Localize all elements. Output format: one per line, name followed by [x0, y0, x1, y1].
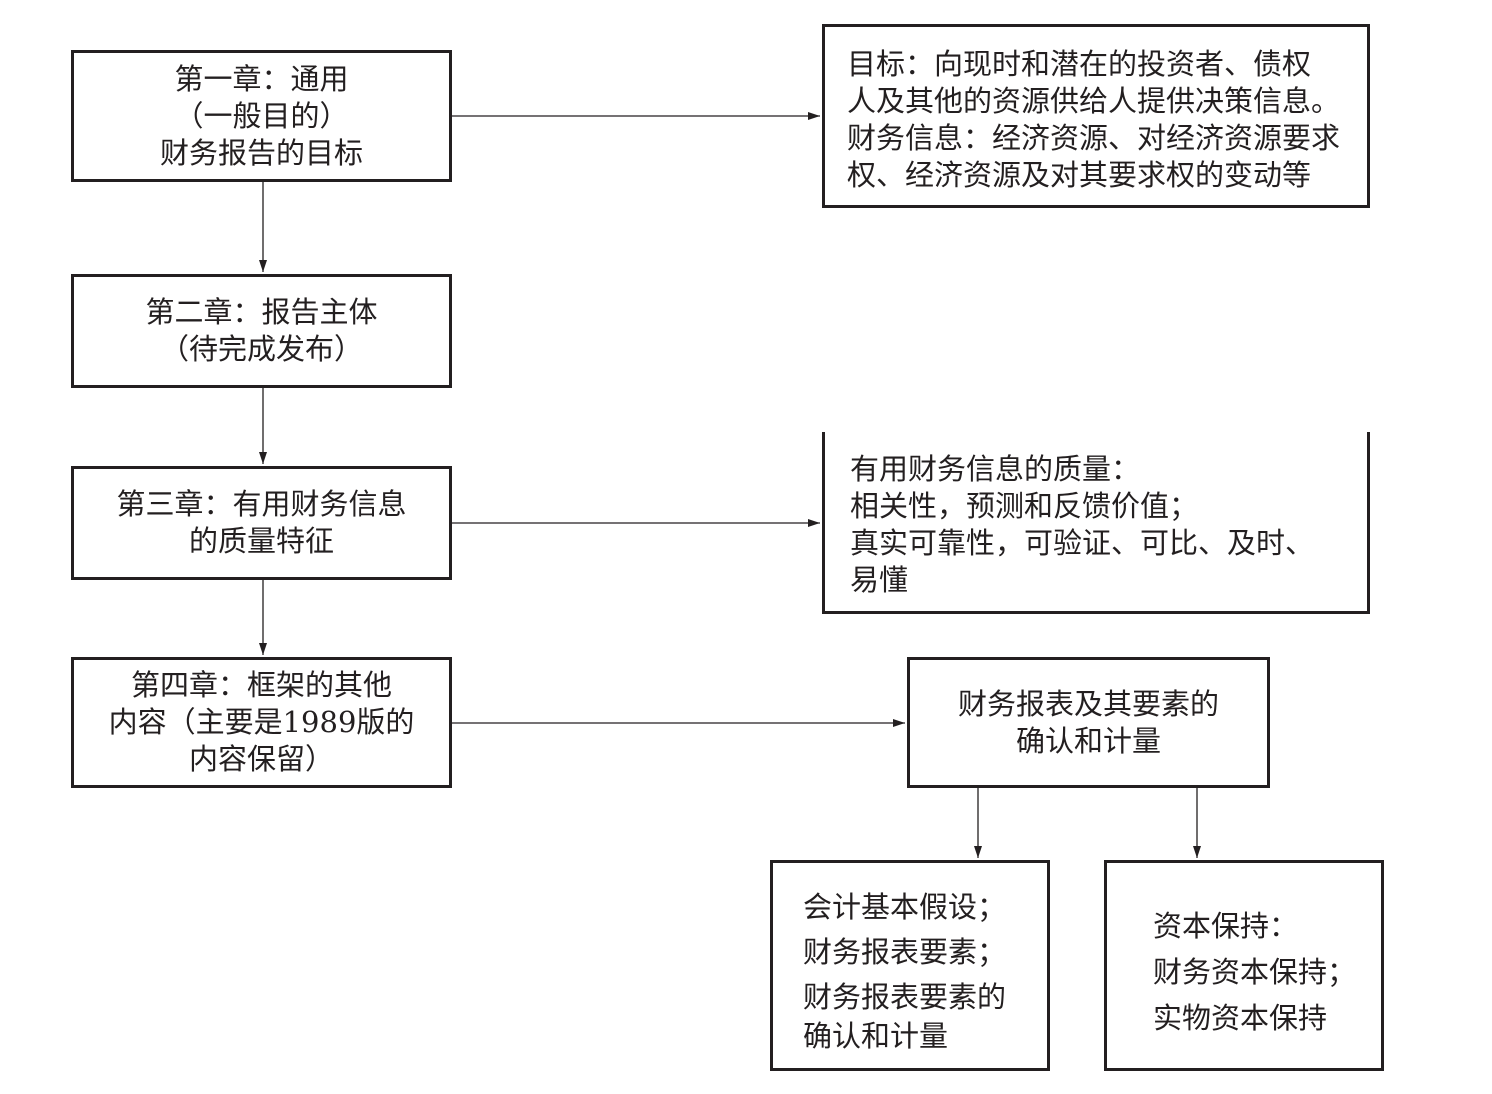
- chapter-3-line-2: 的质量特征: [188, 524, 334, 558]
- recognition-box: 财务报表及其要素的 确认和计量: [907, 657, 1270, 788]
- objective-box: 目标：向现时和潜在的投资者、债权 人及其他的资源供给人提供决策信息。 财务信息：…: [822, 24, 1370, 208]
- capital-line-2: 财务资本保持；: [1153, 955, 1357, 989]
- chapter-2-line-2: （待完成发布）: [159, 332, 363, 366]
- chapter-1-line-1: 第一章：通用: [174, 61, 349, 96]
- chapter-4-line-1: 第四章：框架的其他: [130, 668, 392, 702]
- recognition-line-2: 确认和计量: [1015, 723, 1161, 758]
- chapter-4-line-2: 内容（主要是1989版的: [108, 705, 415, 739]
- capital-line-3: 实物资本保持: [1153, 1001, 1328, 1035]
- chapter-4-line-3: 内容保留）: [188, 742, 334, 776]
- objective-line-4: 权、经济资源及对其要求权的变动等: [847, 158, 1312, 192]
- assumptions-line-4: 确认和计量: [803, 1019, 949, 1053]
- objective-line-3: 财务信息：经济资源、对经济资源要求: [847, 121, 1341, 155]
- quality-line-2: 相关性，预测和反馈价值；: [850, 489, 1199, 523]
- objective-line-2: 人及其他的资源供给人提供决策信息。: [847, 84, 1341, 118]
- assumptions-line-1: 会计基本假设；: [803, 890, 1007, 924]
- chapter-3-box: 第三章：有用财务信息 的质量特征: [71, 466, 452, 580]
- chapter-2-line-1: 第二章：报告主体: [145, 295, 378, 329]
- assumptions-line-3: 财务报表要素的: [803, 980, 1007, 1014]
- quality-line-4: 易懂: [850, 563, 909, 597]
- chapter-1-line-2: （一般目的）: [174, 98, 349, 133]
- chapter-1-box: 第一章：通用 （一般目的） 财务报告的目标: [71, 50, 452, 182]
- chapter-1-line-3: 财务报告的目标: [159, 135, 363, 170]
- chapter-3-line-1: 第三章：有用财务信息: [116, 487, 407, 521]
- recognition-line-1: 财务报表及其要素的: [957, 686, 1219, 721]
- capital-maintenance-box: 资本保持： 财务资本保持； 实物资本保持: [1104, 860, 1384, 1071]
- chapter-4-box: 第四章：框架的其他 内容（主要是1989版的 内容保留）: [71, 657, 452, 788]
- assumptions-box: 会计基本假设； 财务报表要素； 财务报表要素的 确认和计量: [770, 860, 1050, 1071]
- quality-line-3: 真实可靠性，可验证、可比、及时、: [850, 526, 1315, 560]
- quality-box: 有用财务信息的质量： 相关性，预测和反馈价值； 真实可靠性，可验证、可比、及时、…: [822, 432, 1370, 614]
- objective-line-1: 目标：向现时和潜在的投资者、债权: [847, 47, 1312, 81]
- assumptions-line-2: 财务报表要素；: [803, 935, 1007, 969]
- capital-line-1: 资本保持：: [1153, 909, 1299, 943]
- chapter-2-box: 第二章：报告主体 （待完成发布）: [71, 274, 452, 388]
- quality-line-1: 有用财务信息的质量：: [850, 452, 1141, 486]
